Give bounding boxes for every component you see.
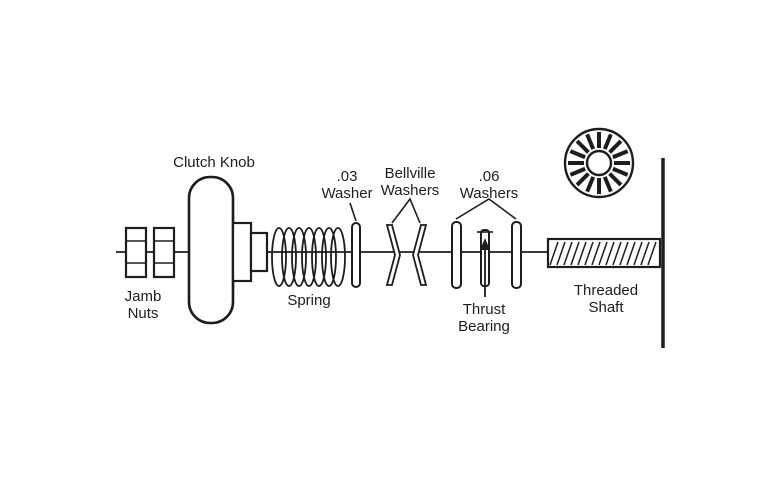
washer-03-graphic — [351, 222, 361, 288]
washer-03-label: Washer — [321, 185, 372, 202]
bellville-washers-label: Bellville — [385, 165, 436, 182]
threaded-shaft-label: Threaded — [574, 282, 638, 299]
washers-06-leader — [455, 198, 517, 220]
spring-graphic — [271, 227, 346, 287]
thrust-bearing-arrow — [480, 238, 490, 297]
thrust-bearing-label: Thrust — [463, 301, 506, 318]
jamb-nuts-graphic — [124, 226, 176, 279]
jamb-nuts-label: Nuts — [128, 305, 159, 322]
washers-06-graphic — [451, 221, 522, 289]
washer-03-leader — [349, 202, 357, 222]
spring-label: Spring — [287, 292, 330, 309]
washers-06-label: .06 — [479, 168, 500, 185]
bellville-washers-label: Washers — [381, 182, 440, 199]
threaded-shaft-graphic — [546, 237, 662, 269]
bellville-washers-graphic — [385, 224, 428, 286]
jamb-nuts-label: Jamb — [125, 288, 162, 305]
clutch-knob-graphic — [187, 175, 269, 325]
thrust-bearing-face-view — [563, 127, 635, 199]
threaded-shaft-label: Shaft — [588, 299, 624, 316]
washer-03-label: .03 — [337, 168, 358, 185]
washers-06-label: Washers — [460, 185, 519, 202]
clutch-knob-label: Clutch Knob — [173, 154, 255, 171]
thrust-bearing-label: Bearing — [458, 318, 510, 335]
bellville-washers-leader — [391, 197, 421, 224]
